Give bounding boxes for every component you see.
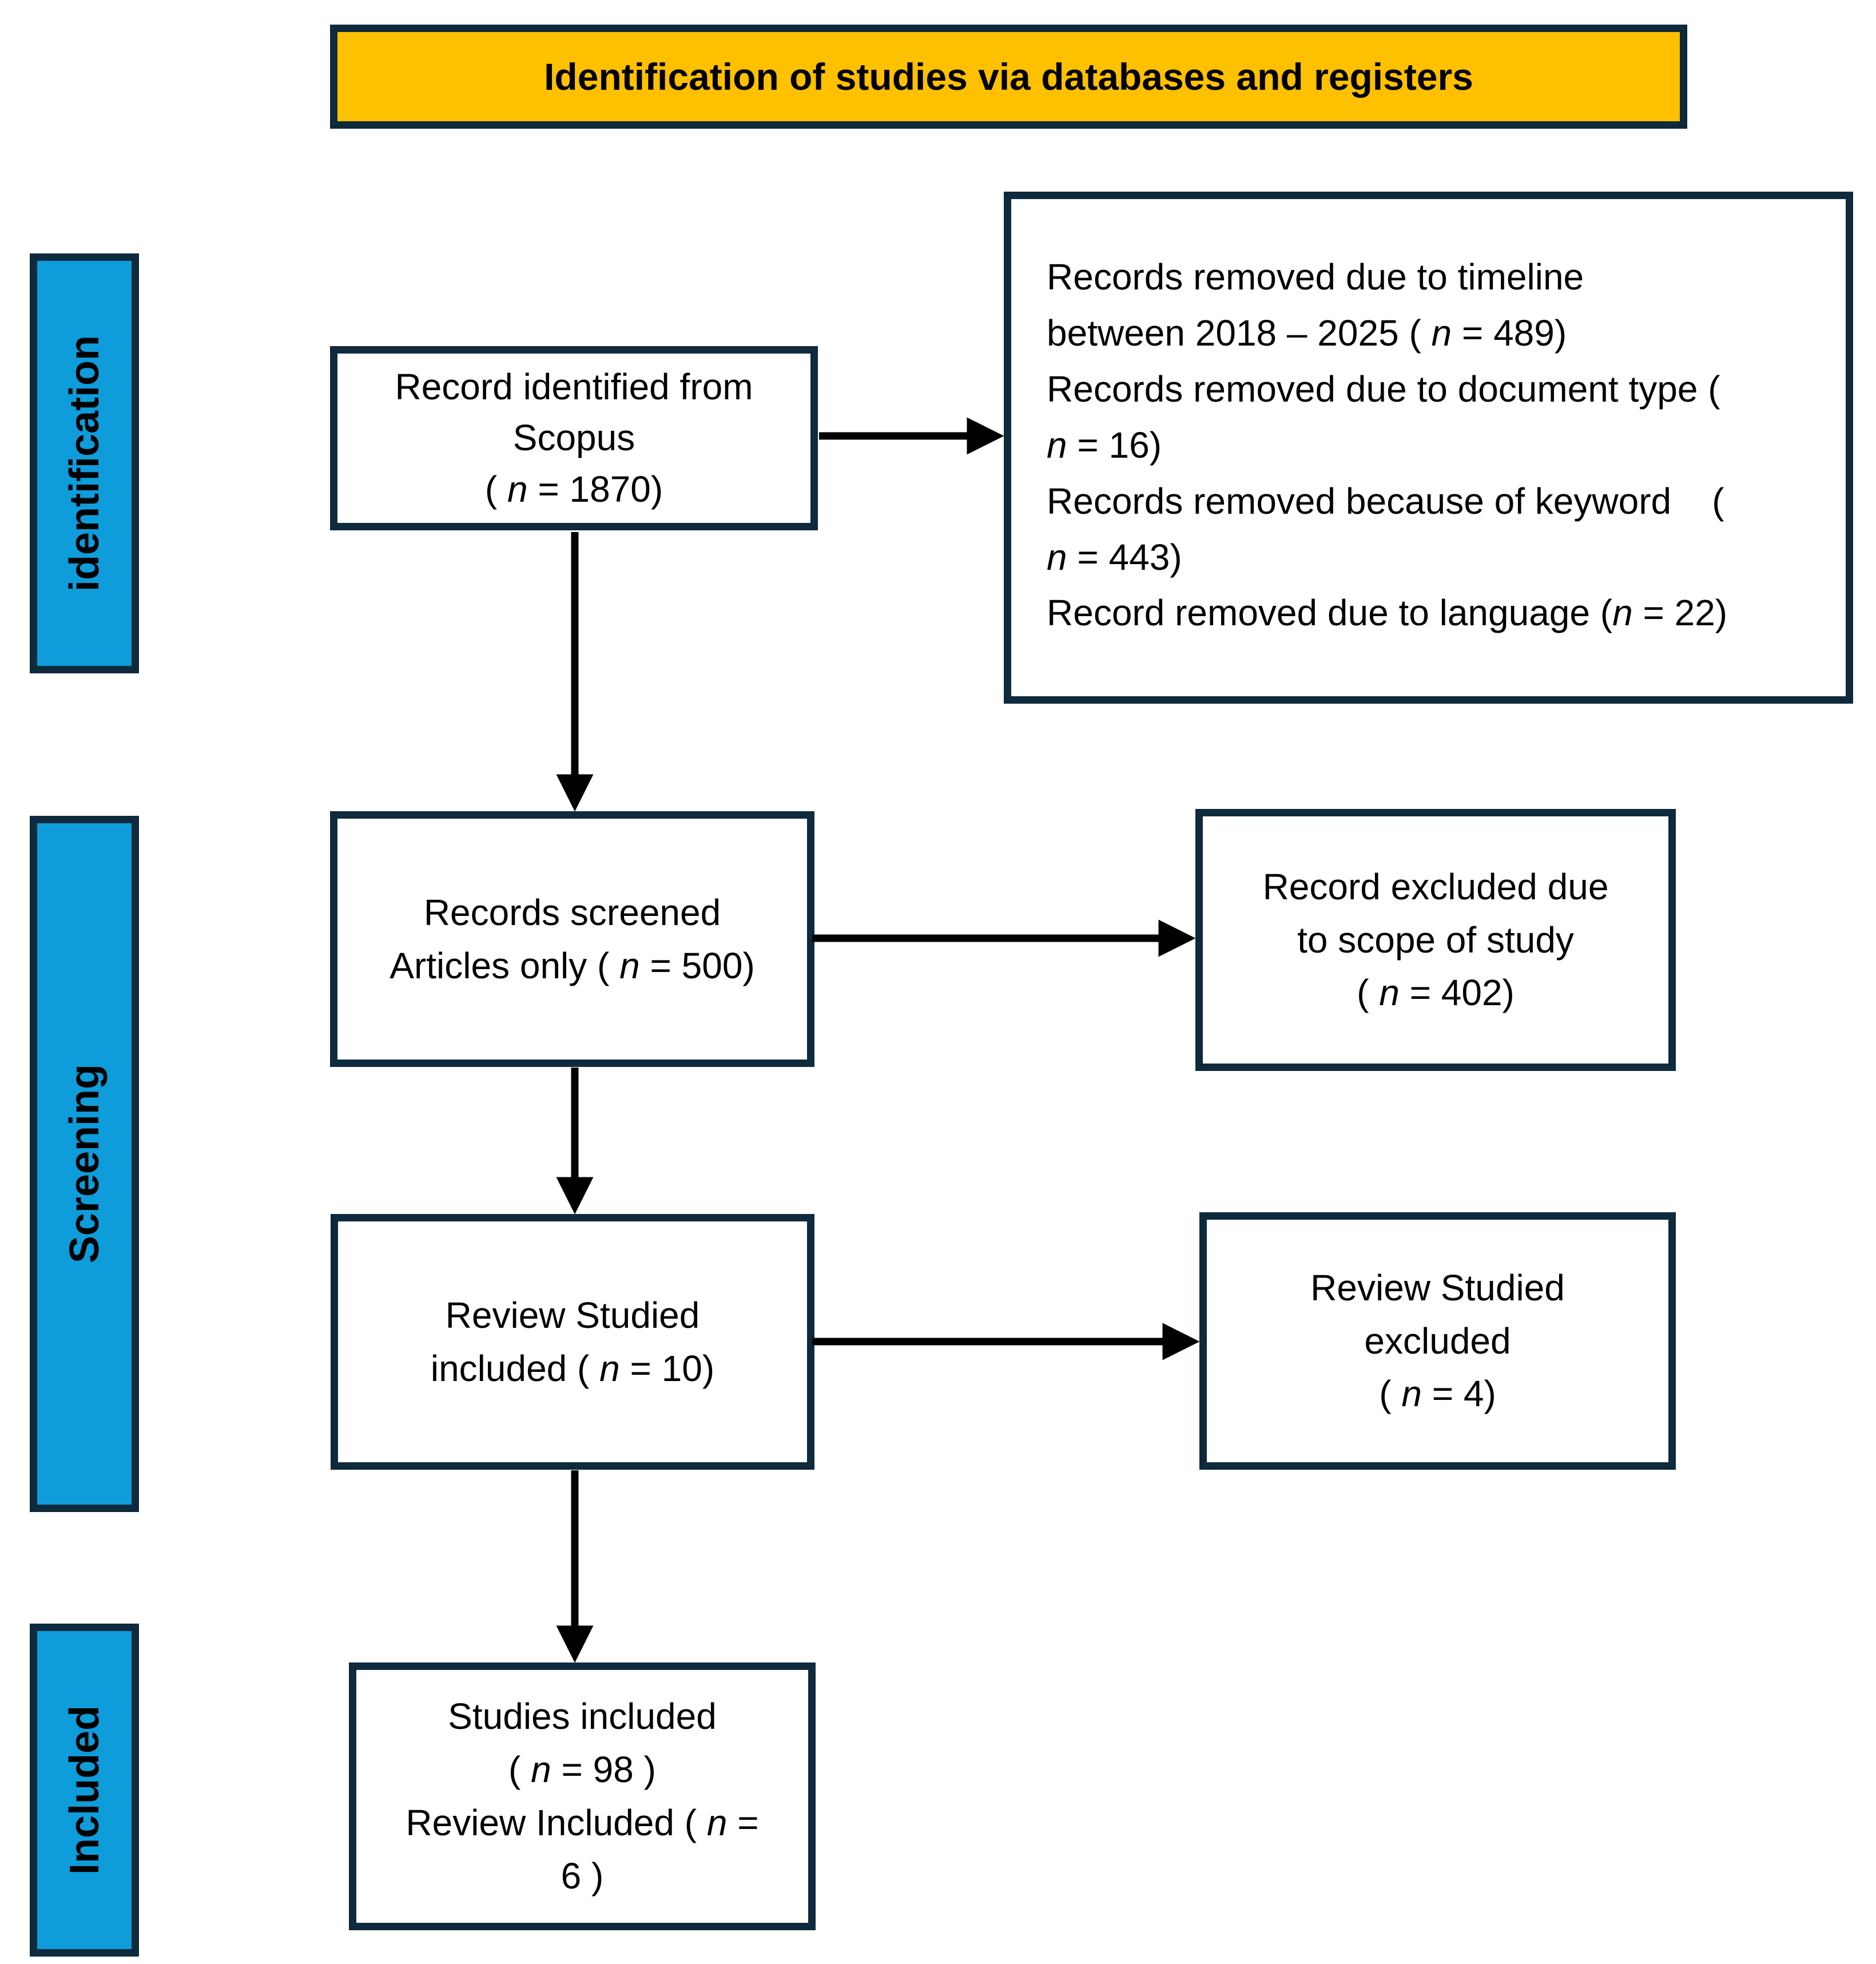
box-studies-included: Studies included( n = 98 )Review Include…: [349, 1663, 816, 1930]
phase-label-included: Included: [30, 1624, 139, 1957]
phase-label-identification-text: identification: [61, 335, 108, 592]
phase-label-identification: identification: [30, 253, 139, 673]
phase-label-included-text: Included: [61, 1705, 108, 1875]
title-banner: Identification of studies via databases …: [330, 25, 1687, 129]
box-studies-included-text: Studies included( n = 98 )Review Include…: [406, 1696, 759, 1896]
title-text: Identification of studies via databases …: [544, 55, 1473, 98]
phase-label-screening-text: Screening: [61, 1064, 108, 1264]
phase-label-screening: Screening: [30, 816, 139, 1512]
